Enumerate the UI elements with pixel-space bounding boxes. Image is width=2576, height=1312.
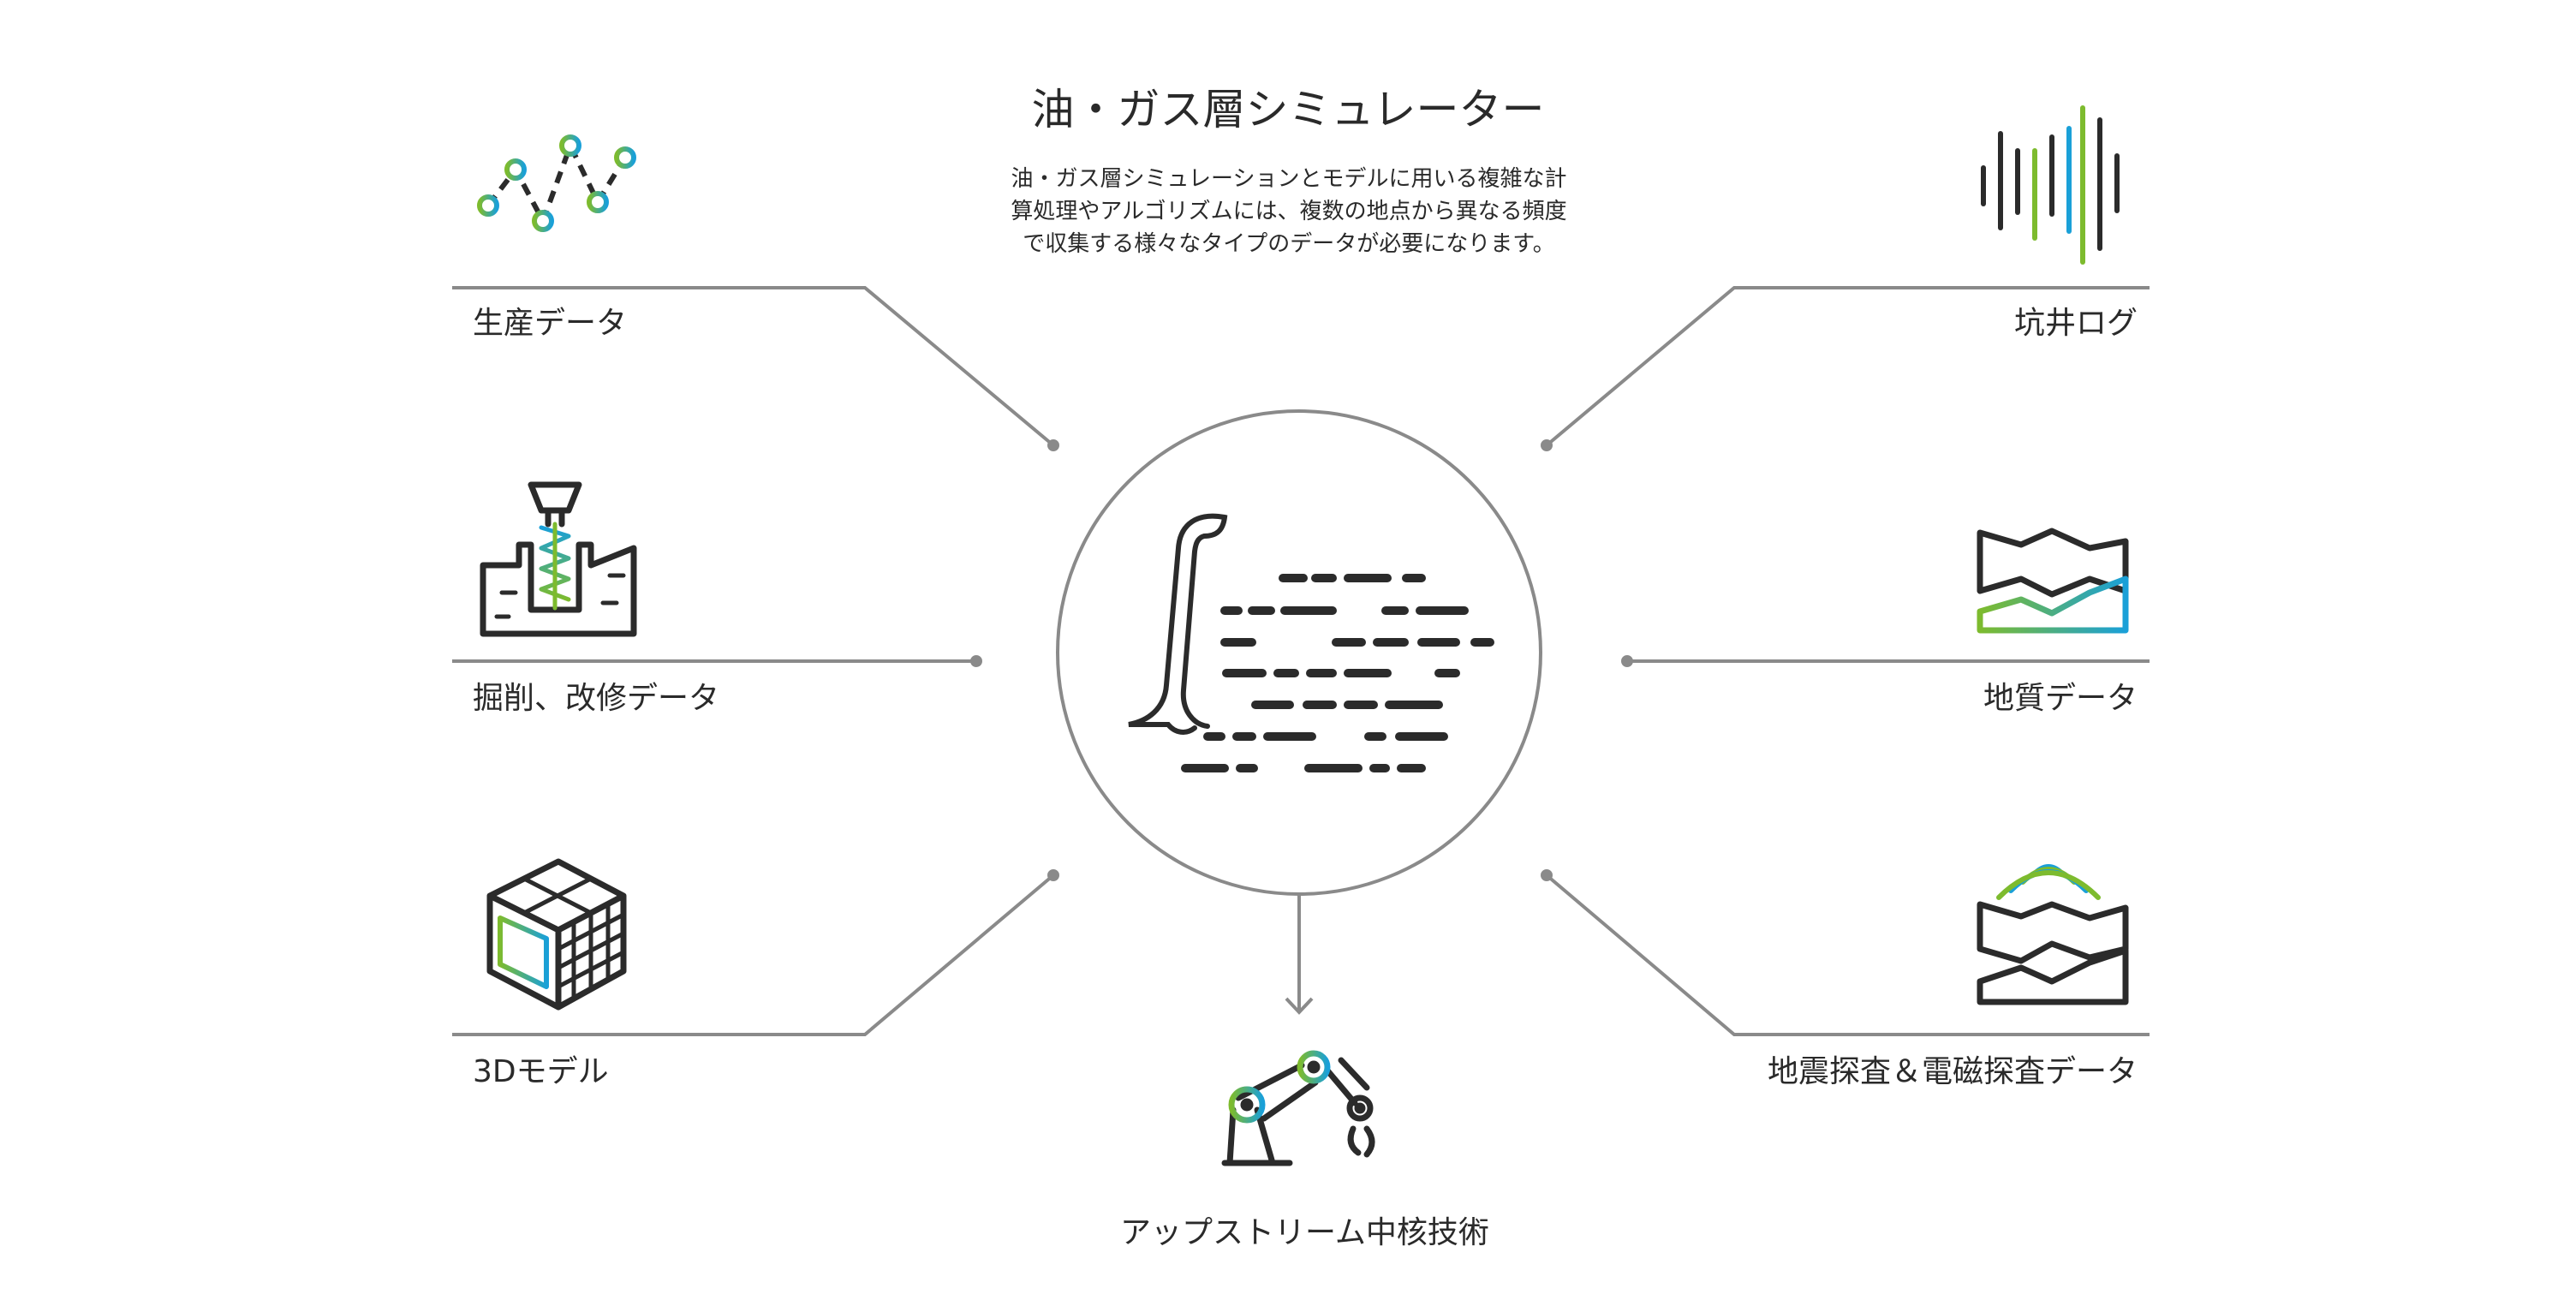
cube-model-icon — [486, 858, 627, 1011]
label-geology-data: 地質データ — [1983, 681, 2138, 716]
description-line-2: 算処理やアルゴリズムには、複数の地点から異なる頻度 — [1011, 199, 1567, 224]
connector-3dmodel — [452, 874, 1055, 1036]
production-chart-icon — [477, 134, 636, 232]
simulator-circle — [1056, 409, 1542, 896]
well-log-icon — [1981, 105, 2120, 265]
connector-lines — [452, 286, 2150, 1036]
drilling-icon — [480, 481, 637, 637]
diagram-title: 油・ガス層シミュレーター — [1031, 85, 1545, 134]
seismic-survey-icon — [1977, 864, 2129, 1005]
connector-production — [452, 286, 1055, 447]
label-drilling-data: 掘削、改修データ — [473, 681, 720, 716]
label-upstream-core-tech: アップストリーム中核技術 — [1120, 1215, 1489, 1250]
label-seismic-em-data: 地震探査＆電磁探査データ — [1767, 1054, 2138, 1089]
integral-code-icon — [1128, 513, 1494, 772]
diagram-description: 油・ガス層シミュレーションとモデルに用いる複雑な計 算処理やアルゴリズムには、複… — [959, 163, 1619, 260]
description-line-1: 油・ガス層シミュレーションとモデルに用いる複雑な計 — [1011, 166, 1567, 192]
robot-arm-icon — [1221, 1050, 1375, 1166]
connector-welllog — [1545, 286, 2150, 447]
geology-layers-icon — [1977, 528, 2129, 634]
label-well-log: 坑井ログ — [2013, 306, 2138, 341]
label-3d-model: 3Dモデル — [473, 1054, 609, 1089]
description-line-3: で収集する様々なタイプのデータが必要になります。 — [1023, 231, 1555, 257]
connector-seismic — [1545, 874, 2150, 1036]
label-production-data: 生産データ — [473, 306, 628, 341]
